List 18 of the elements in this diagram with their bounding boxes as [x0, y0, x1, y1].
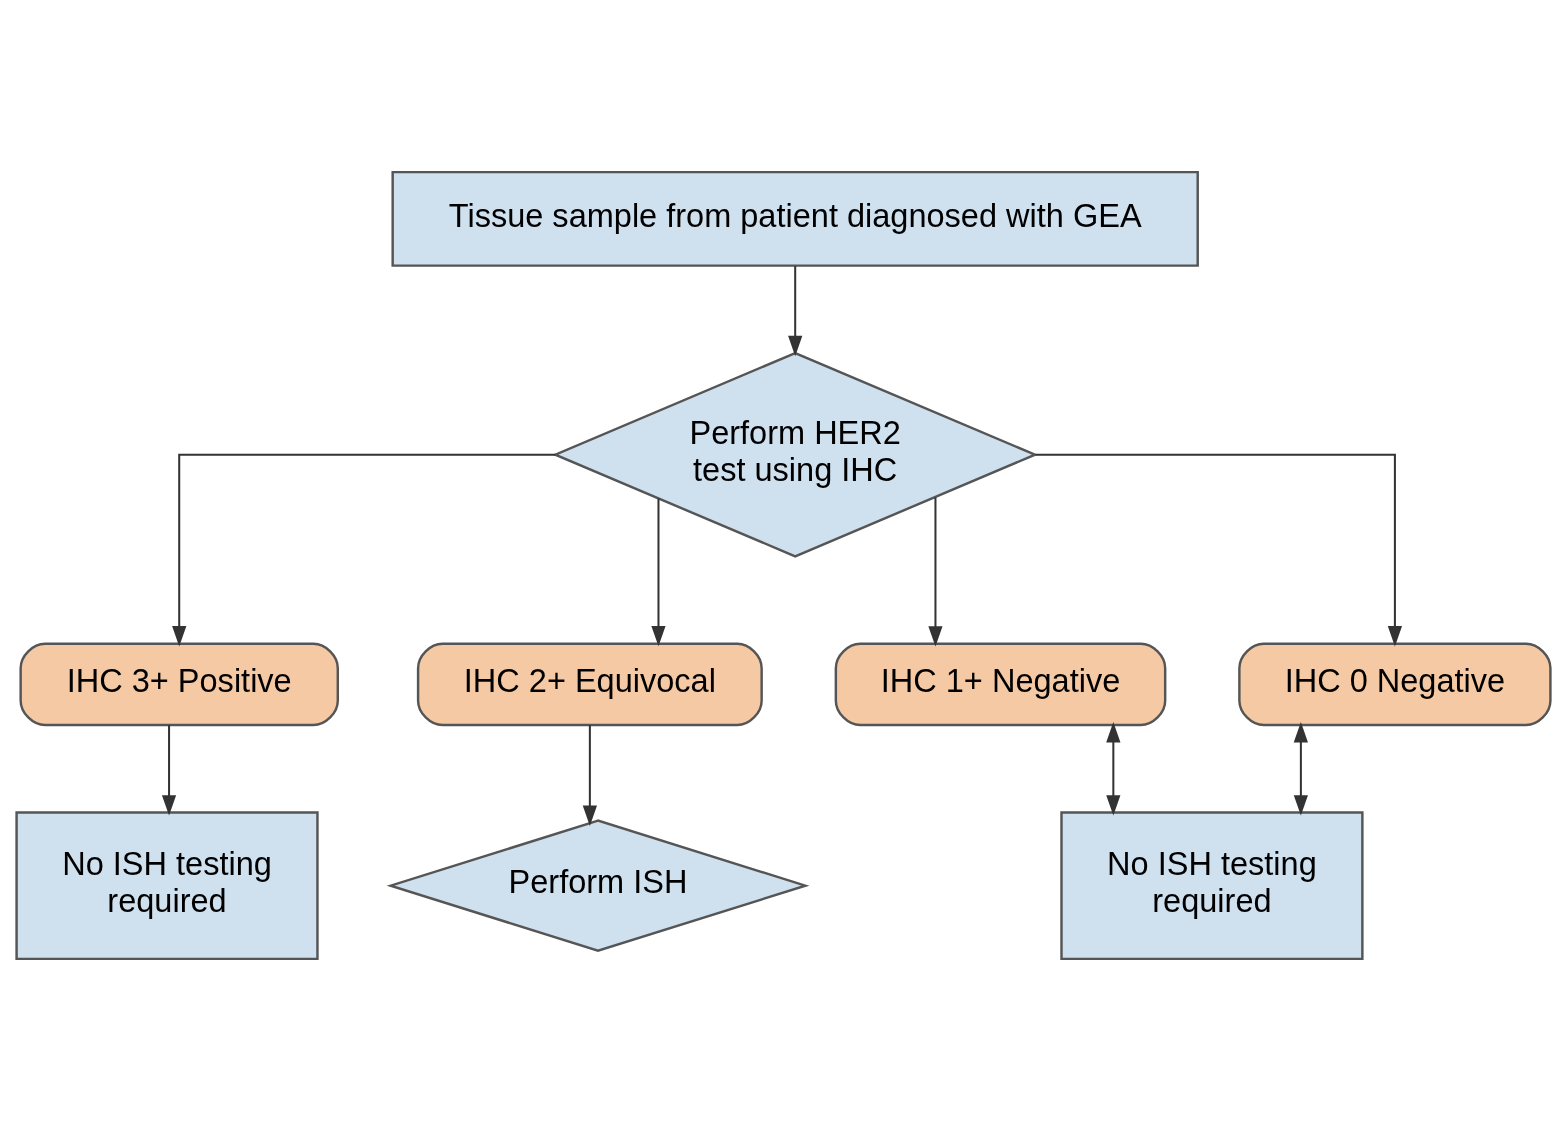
node-box: IHC 0 Negative — [1238, 642, 1552, 727]
node-box: Tissue sample from patient diagnosed with GEA — [391, 170, 1199, 267]
node-diamond: Perform HER2 test using IHC — [552, 351, 1039, 558]
arrow — [172, 453, 556, 647]
node-box: IHC 2+ Equivocal — [416, 642, 763, 727]
arrow — [1106, 722, 1121, 816]
arrow — [582, 725, 597, 826]
node-box: IHC 1+ Negative — [834, 642, 1167, 727]
node-box: IHC 3+ Positive — [19, 642, 339, 727]
arrow — [1035, 453, 1403, 647]
node-box: No ISH testing required — [1060, 811, 1364, 961]
node-box: No ISH testing required — [15, 811, 319, 961]
arrow — [1293, 722, 1308, 816]
arrow — [651, 498, 666, 647]
node-diamond: Perform ISH — [386, 819, 810, 952]
arrow — [788, 266, 803, 357]
arrow — [928, 497, 943, 647]
arrow — [161, 725, 177, 816]
